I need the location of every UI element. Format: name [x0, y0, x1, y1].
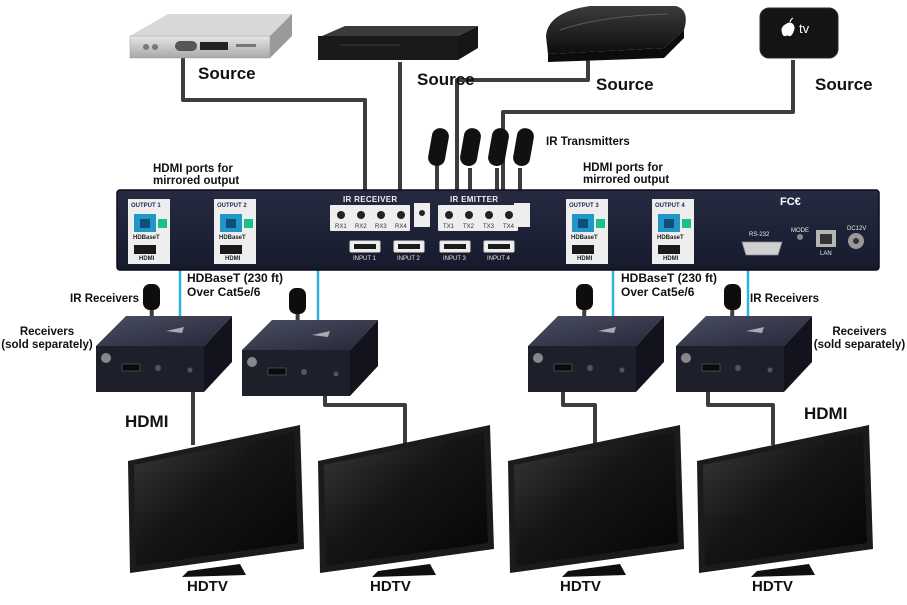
panel-input-4: INPUT 4 [487, 256, 510, 262]
ir-receiver-3 [576, 284, 593, 310]
source-label-3: Source [596, 75, 654, 94]
hdtv-4 [697, 425, 873, 577]
ir-transmitter-1 [428, 128, 449, 167]
panel-lan: LAN [820, 251, 832, 257]
panel-hdmi-3: HDMI [577, 256, 593, 262]
panel-ir-emitter-label: IR EMITTER [450, 195, 499, 204]
panel-output-2: OUTPUT 2 [217, 203, 247, 209]
panel-tx4: TX4 [503, 224, 515, 230]
panel-output-1: OUTPUT 1 [131, 203, 161, 209]
panel-dc: DC12V [847, 226, 867, 232]
panel-fcc-mark: FC€ [780, 196, 801, 208]
hdtv-label-2: HDTV [370, 578, 411, 595]
source-label-2: Source [417, 70, 475, 89]
panel-rs232: RS-232 [749, 232, 770, 238]
cable-source-1 [181, 58, 367, 192]
panel-hdmi-2: HDMI [225, 256, 241, 262]
matrix-switch-panel [116, 189, 880, 271]
panel-rx1: RX1 [335, 224, 347, 230]
panel-tx3: TX3 [483, 224, 495, 230]
panel-hdmi-1: HDMI [139, 256, 155, 262]
hdtv-label-4: HDTV [752, 578, 793, 595]
hdtv-label-3: HDTV [560, 578, 601, 595]
receivers-label-left-1: Receivers [19, 326, 75, 338]
hdtvs [128, 425, 873, 577]
panel-input-1: INPUT 1 [353, 256, 376, 262]
panel-ir-receiver-label: IR RECEIVER [343, 195, 398, 204]
ir-transmitters [428, 128, 534, 167]
receiver-box-1 [96, 316, 232, 392]
ir-receivers-label-right: IR Receivers [750, 293, 820, 305]
ir-receiver-1 [143, 284, 160, 310]
receiver-box-2 [242, 320, 378, 396]
hdmi-label-right: HDMI [804, 404, 848, 423]
game-console-source [546, 6, 686, 62]
panel-mode: MODE [791, 228, 809, 234]
panel-rx3: RX3 [375, 224, 387, 230]
hdmi-ports-label-right-1: HDMI ports for [583, 162, 663, 174]
panel-tx1: TX1 [443, 224, 455, 230]
output-block-2 [214, 199, 256, 264]
hdmi-ports-label-right-2: mirrored output [583, 174, 670, 186]
receivers-label-right-2: (sold separately) [813, 339, 906, 351]
ir-receivers [143, 284, 741, 314]
receivers-label-left-2: (sold separately) [1, 339, 93, 351]
panel-hdbaset-4: HDBaseT [657, 235, 684, 241]
panel-tx2: TX2 [463, 224, 475, 230]
ir-receiver-4 [724, 284, 741, 310]
hdbaset-label-right-2: Over Cat5e/6 [621, 285, 695, 299]
panel-input-2: INPUT 2 [397, 256, 420, 262]
hdtv-3 [508, 425, 684, 577]
output-block-3 [566, 199, 608, 264]
cable-hdmi-tv-4 [706, 380, 775, 445]
hdtv-1 [128, 425, 304, 577]
cable-box-source [129, 14, 292, 59]
panel-rx2: RX2 [355, 224, 367, 230]
panel-hdbaset-1: HDBaseT [133, 235, 160, 241]
source-label-1: Source [198, 64, 256, 83]
output-block-4 [652, 199, 694, 264]
apple-tv-text: tv [799, 21, 810, 36]
receivers-label-right-1: Receivers [832, 326, 887, 338]
hdbaset-label-left-1: HDBaseT (230 ft) [187, 271, 284, 285]
apple-icon [781, 22, 795, 37]
panel-hdbaset-3: HDBaseT [571, 235, 598, 241]
ir-transmitter-2 [460, 128, 481, 167]
hdbaset-label-right-1: HDBaseT (230 ft) [621, 271, 718, 285]
ir-transmitter-4 [513, 128, 534, 167]
receiver-boxes [96, 316, 812, 396]
hdmi-ports-label-left-2: mirrored output [153, 175, 240, 187]
dvd-player-source [318, 26, 478, 60]
hdtv-2 [318, 425, 494, 577]
receiver-box-3 [528, 316, 664, 392]
ir-transmitter-3 [488, 128, 509, 167]
hdbaset-label-left-2: Over Cat5e/6 [187, 285, 261, 299]
panel-hdbaset-2: HDBaseT [219, 235, 246, 241]
source-label-4: Source [815, 75, 873, 94]
apple-tv-source [759, 7, 839, 59]
panel-input-3: INPUT 3 [443, 256, 466, 262]
hdmi-label-left: HDMI [125, 412, 169, 431]
panel-hdmi-4: HDMI [663, 256, 679, 262]
cable-hdmi-tv-3 [561, 380, 597, 445]
receiver-box-4 [676, 316, 812, 392]
rs232-port [741, 241, 783, 256]
hdmi-ports-label-left-1: HDMI ports for [153, 163, 233, 175]
ir-receiver-2 [289, 288, 306, 314]
ir-receivers-label-left: IR Receivers [70, 293, 140, 305]
ir-transmitters-label: IR Transmitters [546, 136, 630, 148]
panel-rx4: RX4 [395, 224, 407, 230]
hdtv-label-1: HDTV [187, 578, 228, 595]
panel-output-4: OUTPUT 4 [655, 203, 685, 209]
output-block-1 [128, 199, 170, 264]
panel-output-3: OUTPUT 3 [569, 203, 599, 209]
cable-source-3 [455, 58, 590, 192]
